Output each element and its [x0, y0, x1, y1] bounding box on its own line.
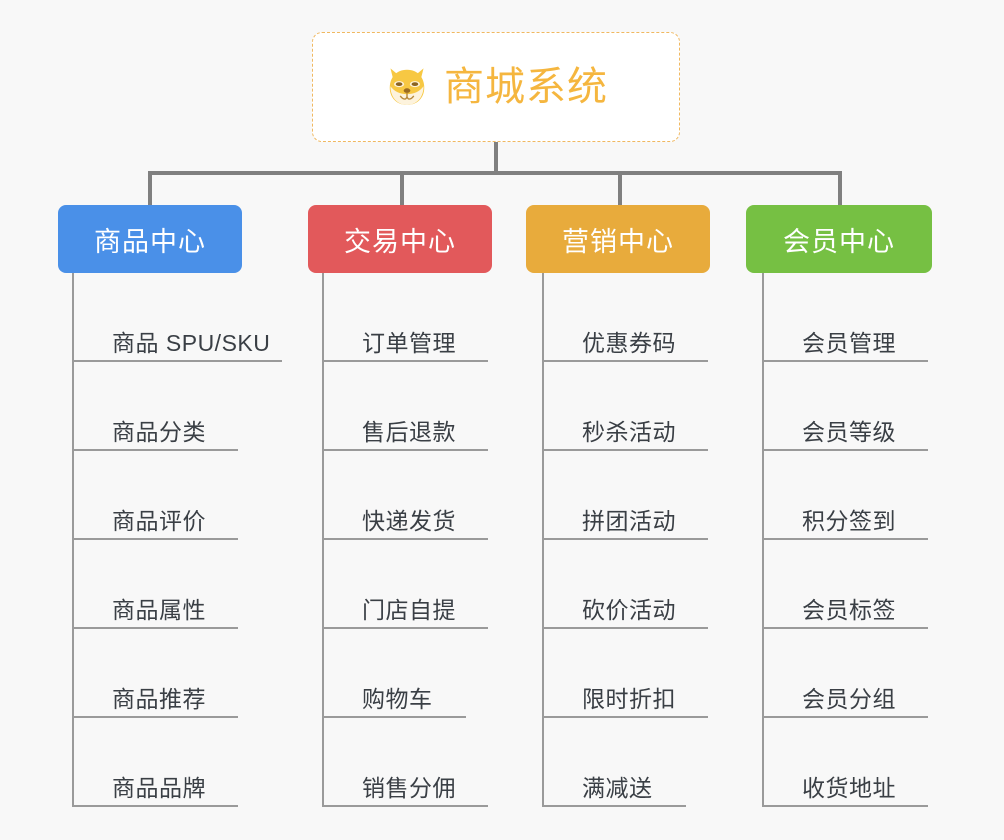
leaf-item[interactable]: 售后退款 [322, 362, 488, 451]
leaf-trunk-line [72, 273, 74, 807]
leaf-item-label: 订单管理 [362, 329, 456, 356]
leaf-item-label: 砍价活动 [582, 596, 676, 623]
leaf-item-label: 商品评价 [112, 507, 206, 534]
leaf-column-trade-center: 订单管理 售后退款 快递发货 门店自提 购物车 销售分佣 [322, 273, 488, 807]
category-box-product-center[interactable]: 商品中心 [58, 205, 242, 273]
category-label-product-center: 商品中心 [94, 226, 206, 257]
leaf-item-label: 门店自提 [362, 596, 456, 623]
leaf-column-marketing-center: 优惠券码 秒杀活动 拼团活动 砍价活动 限时折扣 满减送 [542, 273, 708, 807]
leaf-column-product-center: 商品 SPU/SKU 商品分类 商品评价 商品属性 商品推荐 商品品牌 [72, 273, 282, 807]
connector-drop-marketing-center [618, 171, 622, 207]
leaf-item[interactable]: 商品分类 [72, 362, 238, 451]
category-box-member-center[interactable]: 会员中心 [746, 205, 932, 273]
root-node-shop-system[interactable]: 商城系统 [312, 32, 680, 142]
leaf-item[interactable]: 商品品牌 [72, 718, 238, 807]
leaf-item-label: 商品属性 [112, 596, 206, 623]
leaf-item[interactable]: 优惠券码 [542, 273, 708, 362]
leaf-item-label: 会员等级 [802, 418, 896, 445]
leaf-item-label: 收货地址 [802, 774, 896, 801]
leaf-item-label: 限时折扣 [582, 685, 676, 712]
leaf-item-label: 快递发货 [362, 507, 456, 534]
leaf-item[interactable]: 收货地址 [762, 718, 928, 807]
leaf-item[interactable]: 销售分佣 [322, 718, 488, 807]
leaf-item[interactable]: 购物车 [322, 629, 466, 718]
leaf-item-label: 秒杀活动 [582, 418, 676, 445]
leaf-item-label: 商品推荐 [112, 685, 206, 712]
connector-drop-product-center [148, 171, 152, 207]
shiba-dog-face-icon [389, 68, 425, 105]
leaf-trunk-line [762, 273, 764, 807]
leaf-item-label: 会员分组 [802, 685, 896, 712]
leaf-item[interactable]: 砍价活动 [542, 540, 708, 629]
leaf-item[interactable]: 商品 SPU/SKU [72, 273, 282, 362]
leaf-item[interactable]: 拼团活动 [542, 451, 708, 540]
leaf-item[interactable]: 限时折扣 [542, 629, 708, 718]
leaf-item-label: 商品 SPU/SKU [112, 329, 271, 356]
leaf-item[interactable]: 秒杀活动 [542, 362, 708, 451]
leaf-item-label: 会员管理 [802, 329, 896, 356]
leaf-item-label: 拼团活动 [582, 507, 676, 534]
leaf-column-member-center: 会员管理 会员等级 积分签到 会员标签 会员分组 收货地址 [762, 273, 928, 807]
leaf-item[interactable]: 商品推荐 [72, 629, 238, 718]
category-label-trade-center: 交易中心 [344, 226, 456, 257]
leaf-item-label: 优惠券码 [582, 329, 676, 356]
leaf-item-label: 满减送 [582, 774, 653, 801]
leaf-item[interactable]: 商品属性 [72, 540, 238, 629]
leaf-item[interactable]: 积分签到 [762, 451, 928, 540]
leaf-trunk-line [322, 273, 324, 807]
leaf-item[interactable]: 会员管理 [762, 273, 928, 362]
leaf-item[interactable]: 快递发货 [322, 451, 488, 540]
leaf-item-label: 积分签到 [802, 507, 896, 534]
leaf-item[interactable]: 会员分组 [762, 629, 928, 718]
leaf-item[interactable]: 会员等级 [762, 362, 928, 451]
connector-root-stem [494, 142, 498, 174]
leaf-item[interactable]: 会员标签 [762, 540, 928, 629]
category-box-marketing-center[interactable]: 营销中心 [526, 205, 710, 273]
connector-drop-member-center [838, 171, 842, 207]
leaf-item[interactable]: 门店自提 [322, 540, 488, 629]
leaf-item-label: 商品品牌 [112, 774, 206, 801]
leaf-item-label: 售后退款 [362, 418, 456, 445]
leaf-item[interactable]: 订单管理 [322, 273, 488, 362]
category-box-trade-center[interactable]: 交易中心 [308, 205, 492, 273]
leaf-item[interactable]: 商品评价 [72, 451, 238, 540]
leaf-item-label: 会员标签 [802, 596, 896, 623]
leaf-item[interactable]: 满减送 [542, 718, 686, 807]
leaf-item-label: 购物车 [362, 685, 433, 712]
leaf-trunk-line [542, 273, 544, 807]
root-node-title: 商城系统 [444, 65, 608, 109]
leaf-item-label: 商品分类 [112, 418, 206, 445]
category-label-marketing-center: 营销中心 [562, 226, 674, 257]
leaf-item-label: 销售分佣 [362, 774, 456, 801]
category-label-member-center: 会员中心 [783, 226, 895, 257]
connector-drop-trade-center [400, 171, 404, 207]
connector-horizontal-bus [148, 171, 842, 175]
